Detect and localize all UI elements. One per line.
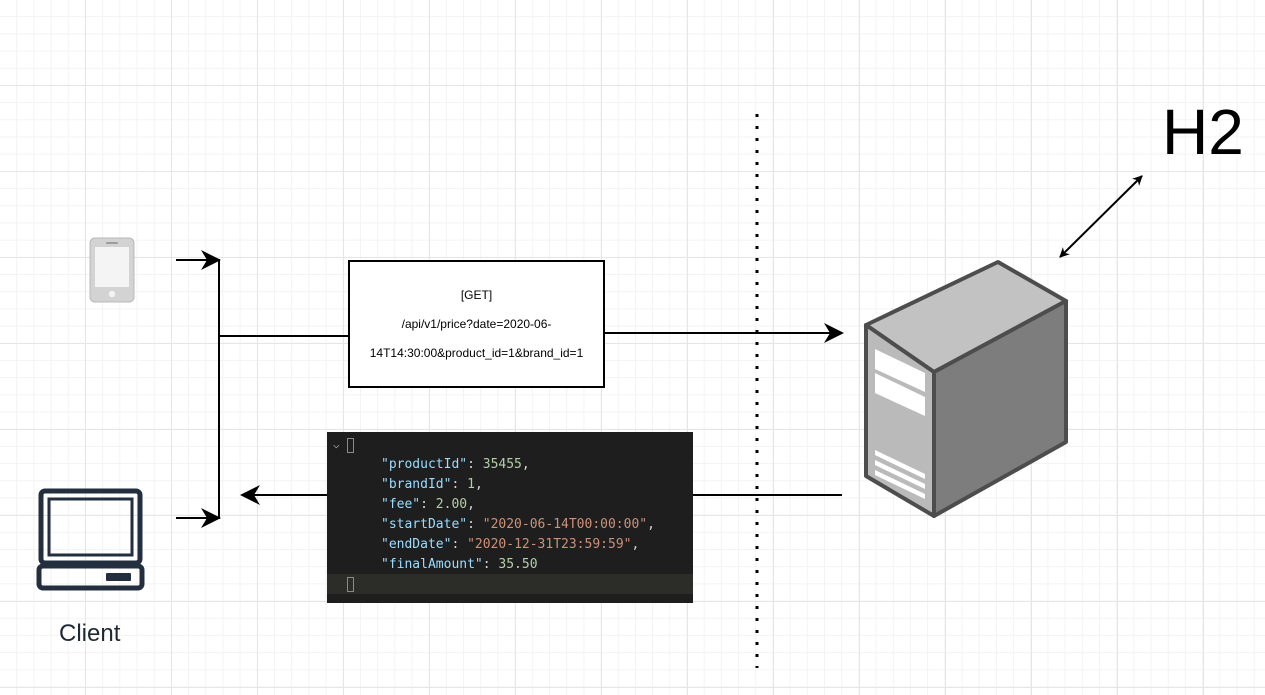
json-value: "2020-12-31T23:59:59" — [467, 537, 632, 552]
client-connector — [176, 250, 348, 528]
json-value: 35455 — [482, 457, 522, 472]
json-line: "endDate": "2020-12-31T23:59:59", — [381, 537, 640, 552]
server-icon — [864, 260, 1068, 518]
current-line-highlight — [327, 574, 693, 594]
phone-icon — [89, 237, 135, 303]
json-key: "productId" — [381, 457, 468, 472]
request-path-line-2: 14T14:30:00&product_id=1&brand_id=1 — [369, 345, 584, 360]
json-value: 35.50 — [498, 557, 538, 572]
request-box: [GET] /api/v1/price?date=2020-06- 14T14:… — [348, 260, 605, 388]
json-comma: , — [631, 537, 640, 552]
json-key: "finalAmount" — [381, 557, 483, 572]
open-brace-marker — [347, 438, 354, 453]
json-line: "finalAmount": 35.50 — [381, 557, 538, 572]
json-key: "brandId" — [381, 477, 452, 492]
json-comma: , — [474, 477, 483, 492]
fold-chevron-icon: ⌵ — [333, 438, 340, 451]
database-connector — [1059, 175, 1143, 258]
laptop-icon — [36, 488, 145, 591]
response-json-panel: ⌵ "productId": 35455, "brandId": 1, "fee":… — [327, 432, 693, 603]
json-key: "fee" — [381, 497, 421, 512]
json-comma: , — [467, 497, 475, 512]
json-key: "endDate" — [381, 537, 452, 552]
json-comma: , — [521, 457, 530, 472]
h2-database-label: H2 — [1162, 96, 1244, 168]
close-brace-marker — [347, 577, 354, 592]
client-label: Client — [59, 620, 121, 647]
json-key: "startDate" — [381, 517, 468, 532]
json-value: 1 — [467, 477, 475, 492]
request-method: [GET] — [460, 287, 493, 302]
json-comma: , — [647, 517, 655, 532]
json-line: "productId": 35455, — [381, 457, 530, 472]
request-path-line-1: /api/v1/price?date=2020-06- — [401, 316, 552, 331]
json-value: "2020-06-14T00:00:00" — [482, 517, 648, 532]
json-line: "brandId": 1, — [381, 477, 483, 492]
json-line: "fee": 2.00, — [381, 497, 475, 512]
json-value: 2.00 — [435, 497, 468, 512]
json-line: "startDate": "2020-06-14T00:00:00", — [381, 517, 655, 532]
